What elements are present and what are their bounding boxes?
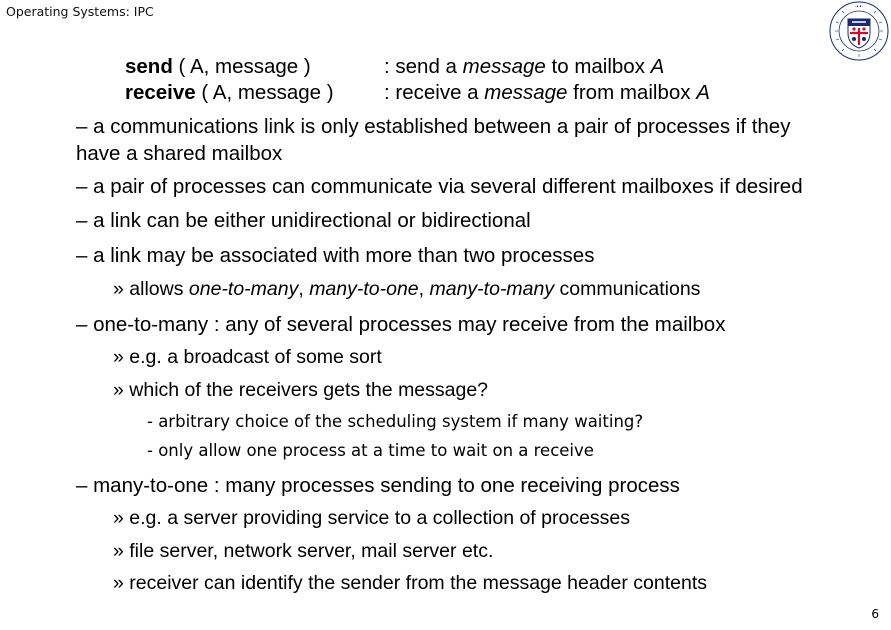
send-description: : send a message to mailbox A [384,55,664,79]
bullet-point: – a link may be associated with more tha… [76,244,595,267]
send-args: ( A, message ) [172,55,311,78]
bullet-point: – a link can be either unidirectional or… [76,209,531,232]
send-desc-em: message [462,55,546,78]
svg-text:·••·: ·••· [854,4,863,10]
receive-keyword: receive [125,81,196,104]
sub-bullet-em-one-to-many: one-to-many [188,278,299,300]
bullet-point: – many-to-one : many processes sending t… [76,474,680,497]
receive-command: receive ( A, message ) [125,81,334,105]
receive-description: : receive a message from mailbox A [384,81,710,105]
university-crest-logo: ·••· [829,1,889,61]
bullet-point: – a pair of processes can communicate vi… [76,175,803,198]
sub-sub-bullet: - only allow one process at a time to wa… [147,441,594,460]
bullet-point: – one-to-many : any of several processes… [76,313,726,336]
receive-args: ( A, message ) [195,81,334,104]
send-command: send ( A, message ) [125,55,311,79]
sub-bullet: » which of the receivers gets the messag… [113,379,489,401]
bullet-point-continuation: have a shared mailbox [76,142,283,165]
send-desc-mid: to mailbox [545,55,651,78]
sub-bullet: » file server, network server, mail serv… [113,540,494,562]
sub-bullet-em-many-to-one: many-to-one [309,278,419,300]
receive-desc-em: message [484,81,568,104]
sub-bullet-comma: , [298,278,310,300]
sub-bullet: » e.g. a server providing service to a c… [113,507,631,529]
receive-desc-mid: from mailbox [567,81,697,104]
page-number: 6 [871,607,879,621]
sub-bullet-em-many-to-many: many-to-many [429,278,555,300]
sub-bullet-comma: , [418,278,430,300]
sub-bullet-pre: » allows [113,278,189,300]
slide-header-title: Operating Systems: IPC [6,4,154,19]
send-keyword: send [125,55,173,78]
sub-bullet: » e.g. a broadcast of some sort [113,346,382,368]
send-desc-pre: : send a [384,55,463,78]
receive-desc-pre: : receive a [384,81,485,104]
send-desc-end: A [650,55,665,78]
sub-sub-bullet: - arbitrary choice of the scheduling sys… [147,412,644,431]
sub-bullet: » receiver can identify the sender from … [113,572,707,594]
bullet-point: – a communications link is only establis… [76,115,791,138]
sub-bullet-post: communications [554,278,701,300]
sub-bullet: » allows one-to-many, many-to-one, many-… [113,278,700,301]
receive-desc-end: A [696,81,710,104]
